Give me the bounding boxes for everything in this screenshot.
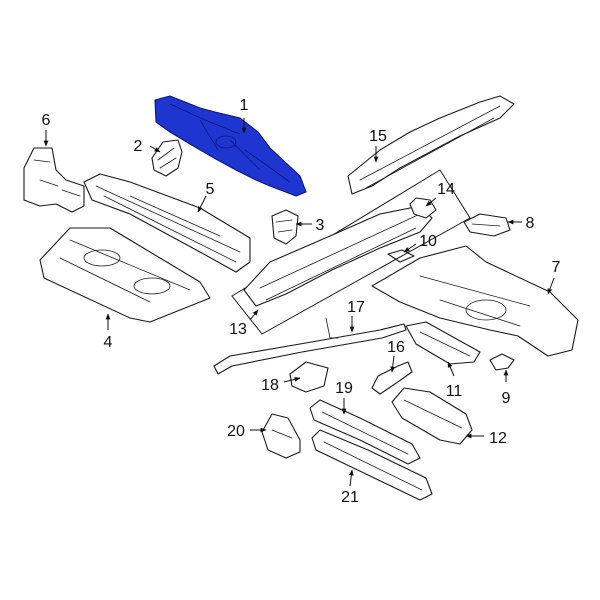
- callout-14: 14: [437, 181, 455, 198]
- leader-10: [403, 243, 417, 253]
- leader-7: [547, 277, 555, 295]
- part-21[interactable]: [311, 429, 433, 501]
- part-12[interactable]: [391, 387, 473, 445]
- callout-20: 20: [227, 423, 245, 440]
- callout-6: 6: [42, 112, 51, 129]
- leader-14: [425, 197, 437, 207]
- part-17[interactable]: [213, 317, 407, 375]
- leader-2: [149, 145, 161, 153]
- callout-3: 3: [316, 217, 325, 234]
- callout-4: 4: [104, 334, 113, 351]
- part-11[interactable]: [405, 321, 481, 365]
- leader-13: [249, 309, 259, 321]
- callout-16: 16: [387, 339, 405, 356]
- leader-5: [197, 195, 207, 213]
- part-15[interactable]: [347, 95, 515, 195]
- callout-12: 12: [489, 430, 507, 447]
- callout-7: 7: [552, 259, 561, 276]
- part-20[interactable]: [261, 413, 301, 459]
- leader-16: [390, 355, 396, 373]
- part-13[interactable]: [231, 169, 471, 335]
- part-9[interactable]: [489, 353, 515, 371]
- callout-1: 1: [240, 97, 249, 114]
- callout-10: 10: [419, 233, 437, 250]
- part-8[interactable]: [463, 213, 511, 237]
- callout-5: 5: [206, 181, 215, 198]
- callout-13: 13: [229, 321, 247, 338]
- callout-15: 15: [369, 128, 387, 145]
- part-19[interactable]: [309, 399, 421, 465]
- part-3[interactable]: [271, 209, 299, 245]
- part-6[interactable]: [23, 147, 85, 213]
- callout-19: 19: [335, 380, 353, 397]
- leader-21: [348, 469, 354, 487]
- leader-18: [283, 376, 301, 383]
- part-5[interactable]: [83, 173, 251, 273]
- part-2[interactable]: [151, 139, 183, 177]
- callout-2: 2: [134, 138, 143, 155]
- callout-21: 21: [341, 489, 359, 506]
- part-1-highlighted[interactable]: [154, 95, 307, 197]
- callout-18: 18: [261, 377, 279, 394]
- callout-8: 8: [526, 215, 535, 232]
- callout-11: 11: [446, 383, 463, 400]
- callout-9: 9: [502, 390, 511, 407]
- part-18[interactable]: [289, 361, 329, 393]
- leader-11: [447, 361, 455, 377]
- part-7[interactable]: [371, 245, 579, 357]
- part-16[interactable]: [371, 361, 413, 395]
- part-4[interactable]: [39, 227, 211, 323]
- callout-17: 17: [347, 299, 365, 316]
